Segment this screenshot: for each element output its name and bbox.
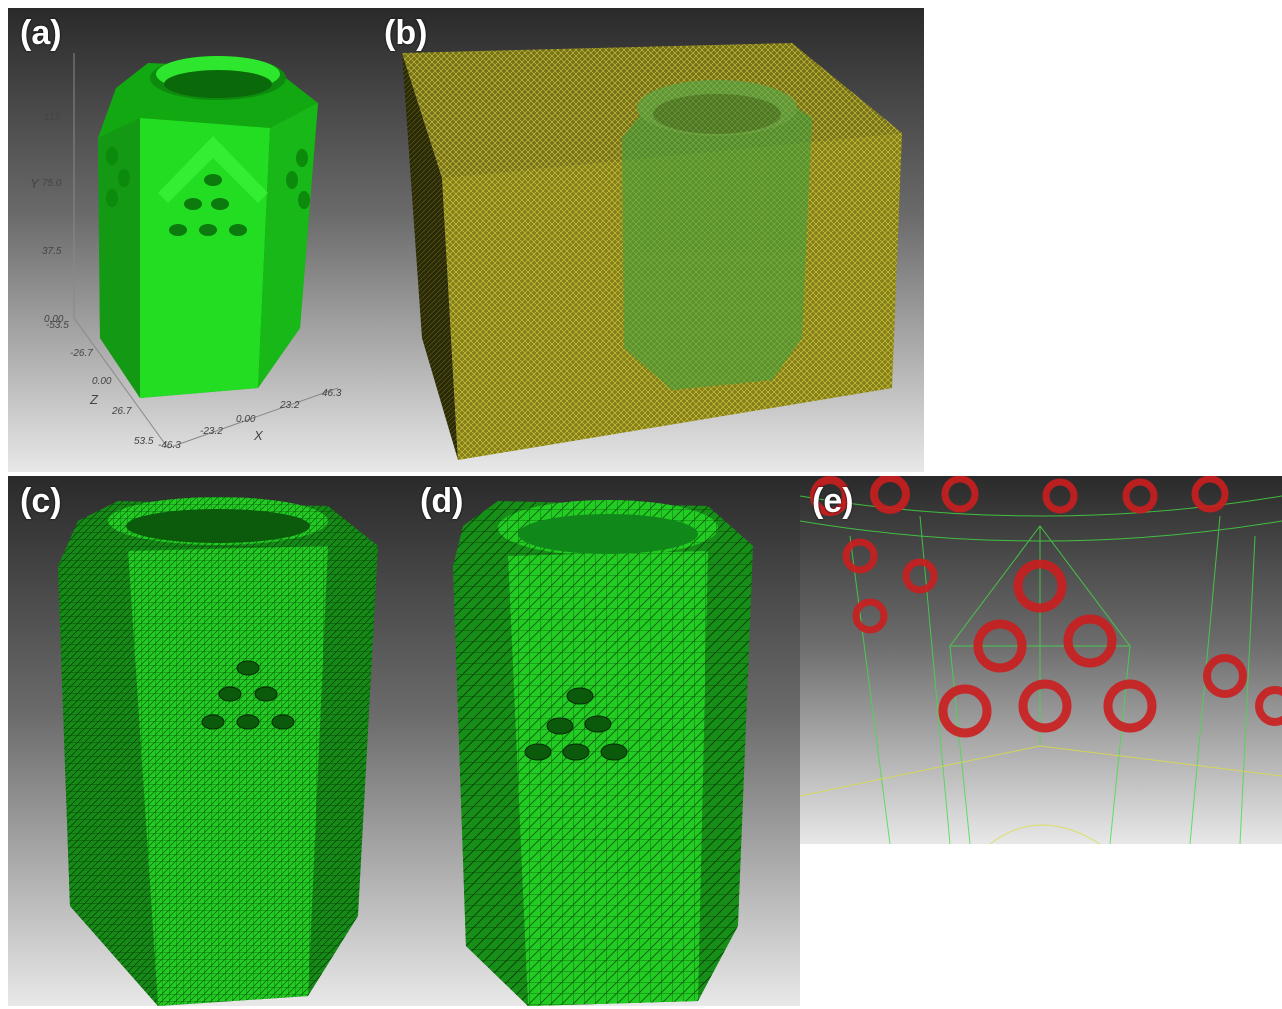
red-surfaces: [810, 476, 1282, 738]
panel-b-render: [402, 43, 902, 460]
panel-c-render: [58, 497, 378, 1006]
z-tick-1: -53.5: [46, 320, 69, 331]
y-tick-3: 37.5: [42, 246, 62, 257]
panel-d: (d): [408, 476, 800, 1006]
panel-e-label: (e): [812, 482, 854, 520]
panel-c: (c): [8, 476, 408, 1006]
y-axis-name: Y: [30, 176, 40, 191]
x-tick-2: -23.2: [200, 426, 223, 437]
z-tick-4: 26.7: [111, 406, 132, 417]
x-tick-1: -46.3: [158, 440, 181, 451]
hex-cylinder-solid: [98, 56, 318, 398]
panel-c-label: (c): [20, 482, 62, 520]
panel-a: 112 75.0 37.5 0.00 Y -53.5 -26.7 0.00 26…: [8, 8, 372, 472]
x-tick-5: 46.3: [322, 388, 342, 399]
axes-a: [73, 53, 339, 449]
panel-b-label: (b): [384, 14, 428, 52]
panel-d-render: [453, 500, 753, 1006]
z-tick-5: 53.5: [134, 436, 154, 447]
y-tick-4: 0.00: [44, 314, 64, 325]
panel-b: (b): [372, 8, 924, 472]
panel-a-label: (a): [20, 14, 62, 52]
x-tick-4: 23.2: [279, 400, 300, 411]
y-tick-2: 75.0: [42, 178, 62, 189]
panel-e: (e): [800, 476, 1282, 844]
z-tick-3: 0.00: [92, 376, 112, 387]
hex-cylinder-mesh-coarse: [453, 500, 753, 1006]
z-tick-2: -26.7: [70, 348, 93, 359]
wireframe-yellow: [800, 745, 1282, 844]
z-axis-name: Z: [89, 392, 99, 407]
y-tick-1: 112: [44, 112, 60, 123]
embedded-cylinder: [622, 80, 812, 390]
x-axis-name: X: [253, 428, 264, 443]
panel-a-render: 112 75.0 37.5 0.00 Y -53.5 -26.7 0.00 26…: [30, 53, 342, 451]
panel-d-label: (d): [420, 482, 464, 520]
hex-cylinder-mesh-fine: [58, 497, 378, 1006]
panel-e-render: [800, 476, 1282, 844]
x-tick-3: 0.00: [236, 414, 256, 425]
